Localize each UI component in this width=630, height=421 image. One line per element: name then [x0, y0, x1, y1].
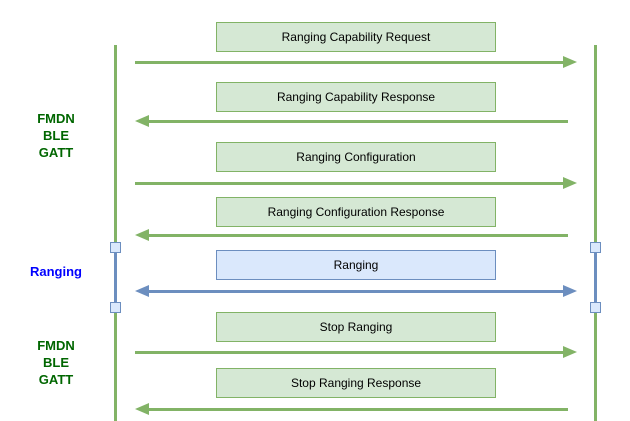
- activation-marker: [110, 302, 121, 313]
- section-label-fmdn-ble-gatt-top: FMDN BLE GATT: [10, 110, 102, 161]
- arrowhead-left-icon: [135, 115, 149, 127]
- section-label-fmdn-ble-gatt-bottom: FMDN BLE GATT: [10, 337, 102, 388]
- lifeline-ranging-segment-right: [594, 250, 597, 306]
- message-arrow-ranging-configuration: [135, 177, 577, 189]
- message-box-ranging-capability-request: Ranging Capability Request: [216, 22, 496, 52]
- activation-marker: [110, 242, 121, 253]
- arrowhead-right-icon: [563, 56, 577, 68]
- section-label-line: Ranging: [30, 264, 82, 279]
- lifeline-left: [114, 45, 117, 421]
- message-box-ranging-configuration: Ranging Configuration: [216, 142, 496, 172]
- arrowhead-right-icon: [563, 285, 577, 297]
- lifeline-right: [594, 45, 597, 421]
- arrowhead-left-icon: [135, 229, 149, 241]
- message-arrow-ranging-configuration-response: [135, 229, 577, 241]
- message-box-stop-ranging: Stop Ranging: [216, 312, 496, 342]
- message-box-ranging: Ranging: [216, 250, 496, 280]
- arrow-shaft: [147, 119, 568, 123]
- section-label-line: GATT: [38, 145, 74, 160]
- arrow-shaft: [147, 407, 568, 411]
- activation-marker: [590, 302, 601, 313]
- message-arrow-stop-ranging-response: [135, 403, 577, 415]
- arrow-shaft: [135, 60, 565, 64]
- section-label-line: GATT: [38, 372, 74, 387]
- arrowhead-left-icon: [135, 403, 149, 415]
- message-arrow-stop-ranging: [135, 346, 577, 358]
- message-arrow-ranging: [135, 285, 577, 297]
- section-label-line: FMDN: [37, 338, 75, 353]
- activation-marker: [590, 242, 601, 253]
- arrow-shaft: [135, 350, 565, 354]
- section-label-line: FMDN: [37, 111, 75, 126]
- arrow-shaft: [135, 181, 565, 185]
- section-label-line: BLE: [43, 128, 69, 143]
- section-label-ranging: Ranging: [10, 263, 102, 280]
- message-box-ranging-configuration-response: Ranging Configuration Response: [216, 197, 496, 227]
- message-box-ranging-capability-response: Ranging Capability Response: [216, 82, 496, 112]
- message-arrow-ranging-capability-response: [135, 115, 577, 127]
- arrowhead-right-icon: [563, 346, 577, 358]
- arrow-shaft: [147, 233, 568, 237]
- message-box-stop-ranging-response: Stop Ranging Response: [216, 368, 496, 398]
- arrowhead-right-icon: [563, 177, 577, 189]
- message-arrow-ranging-capability-request: [135, 56, 577, 68]
- lifeline-ranging-segment-left: [114, 250, 117, 306]
- arrowhead-left-icon: [135, 285, 149, 297]
- section-label-line: BLE: [43, 355, 69, 370]
- arrow-shaft: [147, 289, 565, 293]
